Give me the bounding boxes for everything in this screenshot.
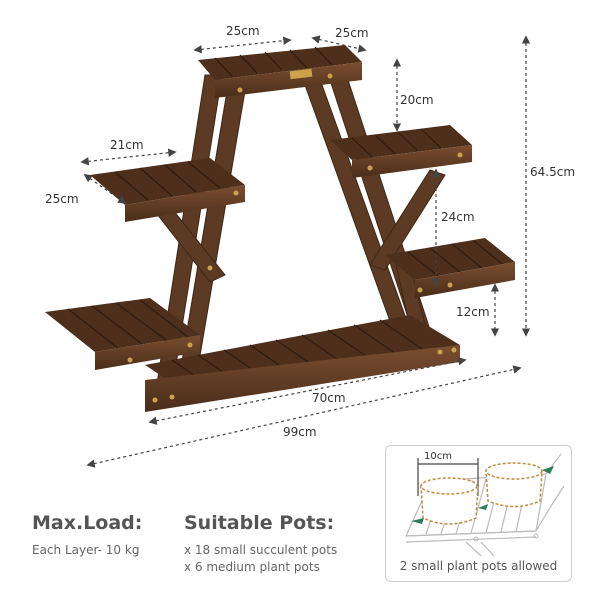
upper-right-shelf <box>330 125 472 178</box>
top-shelf <box>198 45 362 98</box>
top-width-arrow <box>193 36 292 54</box>
second-to-third-label: 24cm <box>441 210 475 224</box>
suitable-pots-line-1: x 18 small succulent pots <box>184 543 338 557</box>
side-depth-label: 25cm <box>45 192 79 206</box>
suitable-pots-line-2: x 6 medium plant pots <box>184 560 320 574</box>
suitable-pots-title: Suitable Pots: <box>184 512 335 534</box>
total-height-label: 64.5cm <box>530 165 576 179</box>
top-width-label: 25cm <box>226 24 260 38</box>
third-to-base-label: 12cm <box>456 305 490 319</box>
side-depth-arrow <box>83 174 127 204</box>
top-to-second-label: 20cm <box>400 93 434 107</box>
side-width-arrow <box>80 148 177 166</box>
total-length-label: 99cm <box>283 425 317 439</box>
max-load-line: Each Layer- 10 kg <box>32 543 140 557</box>
top-depth-arrow <box>311 35 367 53</box>
side-width-label: 21cm <box>110 138 144 152</box>
pot-capacity-illustration <box>405 453 565 557</box>
bottom-left-shelf <box>45 298 200 370</box>
total-length-arrow <box>86 365 522 468</box>
pot-capacity-inset: 10cm 2 small plant pots allowed <box>385 445 572 582</box>
top-depth-label: 25cm <box>335 26 369 40</box>
inset-caption: 2 small plant pots allowed <box>399 559 558 573</box>
pot-diameter-label: 10cm <box>424 451 452 462</box>
base-length-label: 70cm <box>312 391 346 405</box>
max-load-title: Max.Load: <box>32 512 143 534</box>
lower-right-shelf <box>385 238 515 298</box>
